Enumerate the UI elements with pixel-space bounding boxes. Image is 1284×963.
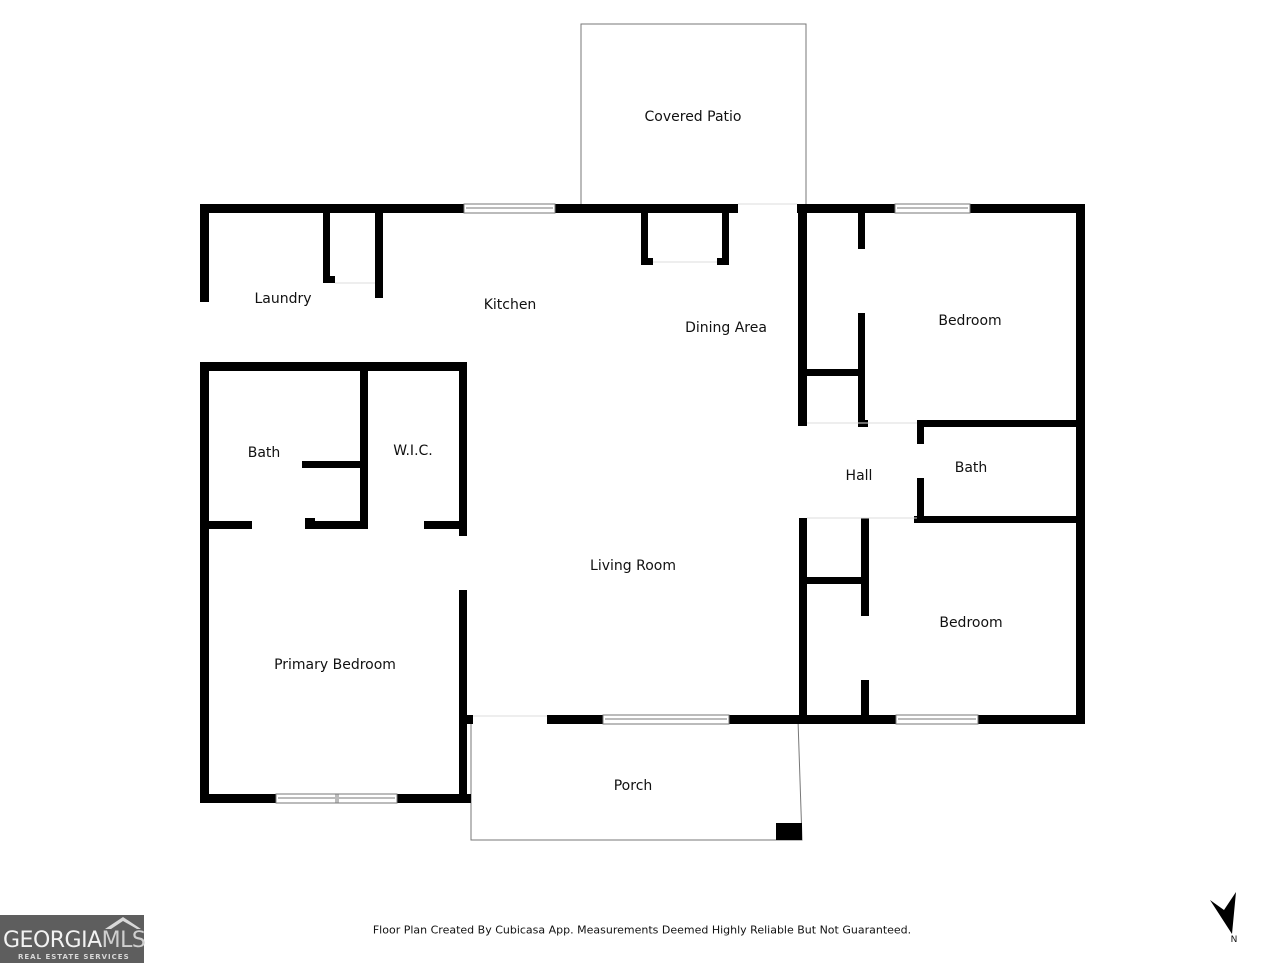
room-label-bath-1: Bath (247, 445, 281, 461)
disclaimer-text: Floor Plan Created By Cubicasa App. Meas… (372, 923, 912, 937)
room-label-living-room: Living Room (590, 558, 676, 574)
room-label-covered-patio: Covered Patio (644, 109, 742, 125)
room-label-porch: Porch (613, 778, 653, 794)
room-label-bath-2: Bath (954, 460, 988, 476)
logo-mls: MLS (101, 928, 146, 953)
room-label-hall: Hall (845, 468, 873, 484)
openings (335, 203, 917, 717)
walls (200, 204, 1085, 840)
windows (275, 203, 979, 804)
room-label-bedroom-2: Bedroom (939, 615, 1003, 631)
room-label-bedroom-1: Bedroom (938, 313, 1002, 329)
outdoor-outlines (470, 23, 807, 841)
room-label-primary-bedroom: Primary Bedroom (274, 657, 396, 673)
north-arrow-icon (1210, 892, 1236, 934)
georgia-mls-logo: GEORGIAMLS REAL ESTATE SERVICES (0, 915, 146, 963)
room-label-wic: W.I.C. (393, 443, 433, 459)
room-label-kitchen: Kitchen (483, 297, 537, 313)
roof-icon (105, 917, 141, 929)
room-label-dining-area: Dining Area (685, 320, 767, 336)
room-label-laundry: Laundry (254, 291, 312, 307)
logo-tagline: REAL ESTATE SERVICES (18, 953, 130, 961)
north-label: N (1230, 935, 1238, 945)
logo-wordmark: GEORGIAMLS (3, 928, 146, 953)
logo-georgia: GEORGIA (3, 928, 102, 953)
